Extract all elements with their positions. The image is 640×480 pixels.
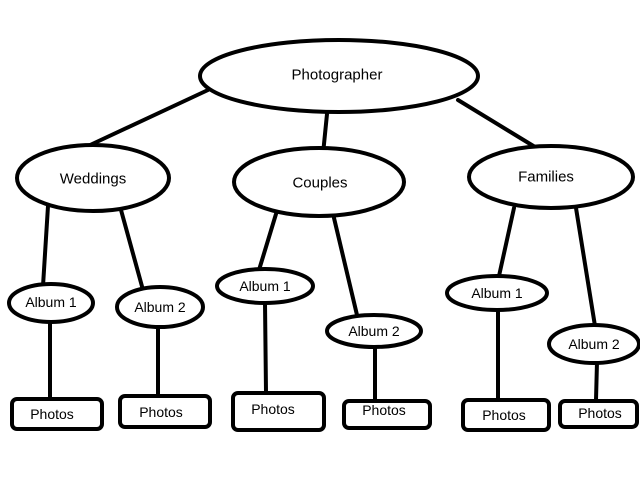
node-category-couples-label: Couples (292, 175, 347, 192)
node-root: Photographer (198, 38, 480, 114)
node-album-families-2: Album 2 (547, 323, 640, 365)
node-album-families-1-label: Album 1 (471, 285, 523, 301)
node-leaf-families-2-label: Photos (578, 405, 622, 421)
node-leaf-weddings-1: Photos (10, 397, 104, 431)
node-album-weddings-1: Album 1 (7, 282, 95, 324)
edge-weddings-album1 (41, 204, 50, 288)
node-leaf-weddings-2: Photos (118, 394, 212, 429)
edge-couples-album2 (332, 216, 359, 317)
node-leaf-couples-1: Photos (231, 391, 326, 432)
node-leaf-weddings-2-label: Photos (139, 404, 183, 420)
node-album-couples-1: Album 1 (215, 267, 315, 305)
edge-weddings-album2 (119, 208, 145, 292)
node-album-couples-2: Album 2 (325, 313, 423, 349)
node-leaf-couples-1-label: Photos (251, 401, 295, 417)
node-album-weddings-2: Album 2 (115, 285, 205, 329)
node-album-couples-2-label: Album 2 (348, 323, 400, 339)
node-album-families-1: Album 1 (445, 274, 549, 312)
node-root-label: Photographer (292, 67, 383, 84)
node-category-families: Families (467, 144, 635, 210)
node-album-weddings-1-label: Album 1 (25, 294, 77, 310)
node-album-weddings-2-label: Album 2 (134, 299, 186, 315)
edge-root-weddings (86, 88, 210, 148)
node-album-families-2-label: Album 2 (568, 336, 620, 352)
edge-families-album1 (497, 206, 516, 278)
node-category-couples: Couples (232, 146, 406, 218)
node-leaf-weddings-1-label: Photos (30, 406, 74, 422)
node-leaf-couples-2: Photos (342, 399, 432, 430)
node-leaf-families-2: Photos (558, 399, 639, 429)
edge-couples-album1-photos (263, 301, 268, 394)
edge-root-families (456, 98, 542, 152)
edge-couples-album1 (257, 212, 278, 272)
node-album-couples-1-label: Album 1 (239, 278, 291, 294)
node-leaf-families-1: Photos (461, 398, 551, 432)
node-category-weddings-label: Weddings (60, 171, 126, 188)
node-category-families-label: Families (518, 169, 574, 186)
node-leaf-families-1-label: Photos (482, 407, 526, 423)
edge-families-album2-photos (594, 360, 599, 402)
edges (41, 88, 599, 402)
edge-families-album2 (574, 206, 597, 328)
node-leaf-couples-2-label: Photos (362, 402, 406, 418)
node-category-weddings: Weddings (15, 143, 171, 213)
